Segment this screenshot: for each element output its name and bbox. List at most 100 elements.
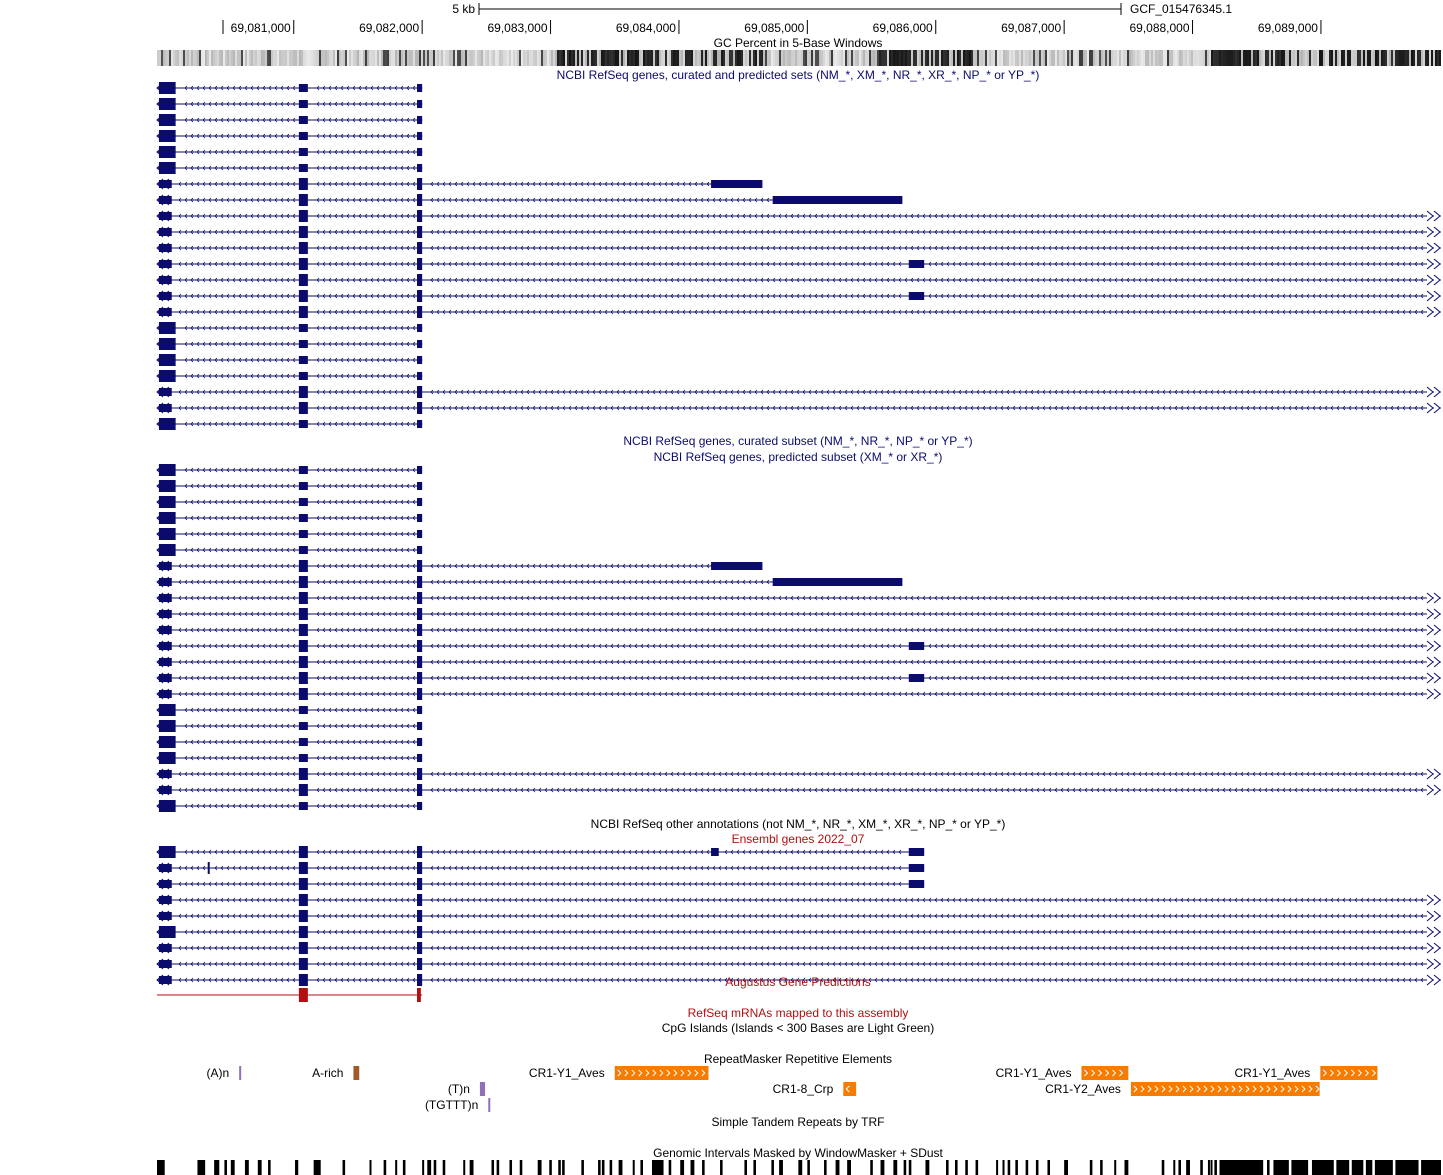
strand-arrow — [568, 627, 572, 633]
strand-arrow — [214, 547, 218, 553]
strand-arrow — [376, 643, 380, 649]
strand-arrow — [832, 261, 836, 267]
strand-arrow — [286, 389, 290, 395]
gc-bar — [1193, 50, 1195, 66]
strand-arrow — [1120, 643, 1124, 649]
strand-arrow — [910, 309, 914, 315]
gc-bar — [1205, 50, 1207, 66]
strand-arrow — [1204, 643, 1208, 649]
gc-bar — [453, 50, 455, 66]
strand-arrow — [508, 595, 512, 601]
strand-arrow — [502, 579, 506, 585]
continuation-right-arrow — [1433, 624, 1441, 636]
strand-arrow — [196, 261, 200, 267]
strand-arrow — [196, 405, 200, 411]
strand-arrow — [1396, 245, 1400, 251]
strand-arrow — [784, 643, 788, 649]
strand-arrow — [706, 579, 710, 585]
strand-arrow — [940, 245, 944, 251]
strand-arrow — [724, 197, 728, 203]
strand-arrow — [1264, 675, 1268, 681]
strand-arrow — [1420, 389, 1424, 395]
strand-arrow — [1174, 389, 1178, 395]
strand-arrow — [466, 389, 470, 395]
strand-arrow — [1054, 213, 1058, 219]
strand-arrow — [190, 85, 194, 91]
strand-arrow — [1246, 277, 1250, 283]
strand-arrow — [550, 579, 554, 585]
strand-arrow — [976, 595, 980, 601]
strand-arrow — [676, 675, 680, 681]
strand-arrow — [1372, 595, 1376, 601]
strand-arrow — [1090, 659, 1094, 665]
strand-arrow — [1300, 405, 1304, 411]
strand-arrow — [1228, 213, 1232, 219]
gc-bar — [929, 50, 931, 66]
strand-arrow — [322, 245, 326, 251]
strand-arrow — [346, 277, 350, 283]
strand-arrow — [676, 579, 680, 585]
strand-arrow — [754, 389, 758, 395]
strand-arrow — [718, 643, 722, 649]
strand-arrow — [748, 213, 752, 219]
strand-arrow — [928, 309, 932, 315]
strand-arrow — [874, 277, 878, 283]
strand-arrow — [604, 277, 608, 283]
strand-arrow — [664, 245, 668, 251]
gc-percent-track[interactable]: GC Percent in 5-Base Windows — [157, 36, 1441, 66]
gc-bar — [1267, 50, 1269, 66]
strand-arrow — [394, 245, 398, 251]
strand-arrow — [382, 611, 386, 617]
transcript — [156, 82, 423, 94]
gc-bar — [601, 50, 603, 66]
gc-bar — [475, 50, 477, 66]
strand-arrow — [400, 181, 404, 187]
refseq-predicted-track[interactable]: NCBI RefSeq genes, predicted subset (XM_… — [156, 450, 1441, 812]
strand-arrow — [1192, 261, 1196, 267]
strand-arrow — [1294, 389, 1298, 395]
strand-arrow — [616, 293, 620, 299]
strand-arrow — [1036, 213, 1040, 219]
strand-arrow — [1216, 261, 1220, 267]
strand-arrow — [640, 563, 644, 569]
strand-arrow — [472, 213, 476, 219]
strand-arrow — [1330, 389, 1334, 395]
strand-arrow — [892, 595, 896, 601]
strand-arrow — [1408, 643, 1412, 649]
strand-arrow — [196, 181, 200, 187]
strand-arrow — [778, 309, 782, 315]
strand-arrow — [322, 341, 326, 347]
strand-arrow — [1228, 659, 1232, 665]
gc-bar — [459, 50, 461, 66]
strand-arrow — [400, 197, 404, 203]
strand-arrow — [184, 293, 188, 299]
strand-arrow — [1024, 611, 1028, 617]
strand-arrow — [220, 325, 224, 331]
strand-arrow — [1186, 627, 1190, 633]
gc-bar — [309, 50, 311, 66]
refseq-all-track[interactable]: NCBI RefSeq genes, curated and predicted… — [156, 68, 1441, 430]
strand-arrow — [190, 515, 194, 521]
strand-arrow — [448, 197, 452, 203]
strand-arrow — [358, 389, 362, 395]
strand-arrow — [382, 483, 386, 489]
strand-arrow — [778, 659, 782, 665]
strand-arrow — [1216, 245, 1220, 251]
strand-arrow — [688, 405, 692, 411]
strand-arrow — [868, 213, 872, 219]
refseq-all-label: NCBI RefSeq genes, curated and predicted… — [557, 68, 1040, 82]
strand-arrow — [286, 133, 290, 139]
strand-arrow — [1036, 611, 1040, 617]
strand-arrow — [1270, 245, 1274, 251]
gc-bar — [1023, 50, 1025, 66]
strand-arrow — [844, 293, 848, 299]
gc-bar — [443, 50, 445, 66]
strand-arrow — [316, 467, 320, 473]
strand-arrow — [406, 405, 410, 411]
strand-arrow — [526, 293, 530, 299]
strand-arrow — [886, 595, 890, 601]
continuation-right-arrow — [1433, 592, 1441, 604]
strand-arrow — [1192, 245, 1196, 251]
refseq-curated-track[interactable]: NCBI RefSeq genes, curated subset (NM_*,… — [623, 434, 972, 448]
